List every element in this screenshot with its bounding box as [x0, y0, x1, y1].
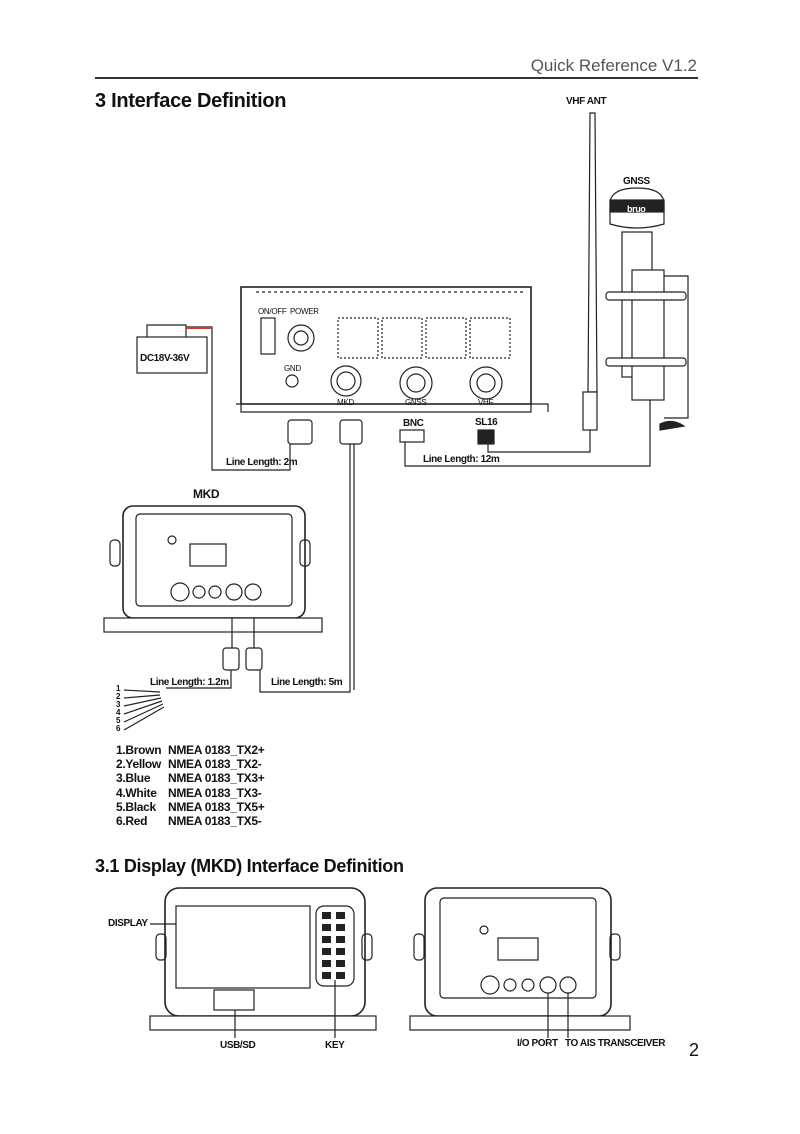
section-title: 3 Interface Definition [95, 90, 287, 112]
bnc-label: BNC [403, 418, 424, 429]
header-title: Quick Reference V1.2 [530, 56, 697, 75]
vhf-port-label: VHF [478, 398, 494, 407]
wire-row: 4.White NMEA 0183_TX3- [116, 786, 264, 800]
pin-2: 2 [116, 692, 121, 701]
wire-signal: NMEA 0183_TX2+ [168, 743, 265, 757]
to-ais-label: TO AIS TRANSCEIVER [565, 1038, 666, 1049]
key-label: KEY [325, 1040, 345, 1051]
wire-color: 3.Blue [116, 771, 151, 786]
pin-6: 6 [116, 724, 121, 733]
page-number: 2 [689, 1040, 700, 1060]
line-length-12m: Line Length: 12m [423, 454, 500, 465]
line-length-5m: Line Length: 5m [271, 677, 343, 688]
wire-signal: NMEA 0183_TX5+ [168, 799, 265, 814]
vhf-ant-label: VHF ANT [566, 96, 607, 107]
pin-1: 1 [116, 684, 121, 693]
wire-row: 5.Black NMEA 0183_TX5+ [116, 799, 265, 814]
subsection-title: 3.1 Display (MKD) Interface Definition [95, 856, 404, 876]
mkd-front [149, 887, 377, 1038]
ais-transceiver [236, 286, 549, 413]
wire-signal: NMEA 0183_TX3+ [168, 771, 265, 786]
gnss-label: GNSS [623, 176, 650, 187]
wire-row: 3.Blue NMEA 0183_TX3+ [116, 771, 265, 786]
gnss-port-label: GNSS [405, 398, 427, 407]
usb-sd-label: USB/SD [220, 1040, 256, 1051]
wire-row: 2.Yellow NMEA 0183_TX2- [116, 757, 264, 771]
wire-color: 1.Brown [116, 743, 162, 757]
wire-color: 2.Yellow [116, 757, 161, 772]
wire-color: 5.Black [116, 799, 156, 814]
cables [259, 419, 495, 693]
mkd-title: MKD [193, 487, 220, 501]
gnss-antenna [404, 187, 689, 467]
display-label: DISPLAY [108, 918, 148, 929]
wire-row: 6.Red NMEA 0183_TX5- [116, 814, 264, 828]
wire-row: 1.Brown NMEA 0183_TX2+ [116, 743, 265, 757]
wire-signal: NMEA 0183_TX3- [168, 785, 262, 800]
on-off-label: ON/OFF [258, 307, 287, 316]
wire-signal: NMEA 0183_TX2- [168, 757, 262, 772]
mkd-rear-2 [409, 887, 631, 1038]
gnd-label: GND [284, 364, 301, 373]
wire-color: 6.Red [116, 814, 148, 829]
gnss-brand: bruo [627, 204, 646, 214]
pin-4: 4 [116, 708, 121, 717]
power-label: POWER [290, 307, 319, 316]
pin-3: 3 [116, 700, 121, 709]
battery [136, 324, 291, 471]
line-length-2m: Line Length: 2m [226, 457, 298, 468]
sl16-label: SL16 [475, 417, 498, 428]
mkd-rear [103, 505, 323, 648]
header-rule [95, 77, 698, 79]
wire-signal: NMEA 0183_TX5- [168, 814, 262, 829]
io-port-label: I/O PORT [517, 1038, 558, 1049]
line-length-1-2m: Line Length: 1.2m [150, 677, 229, 688]
mkd-connectors [123, 647, 263, 731]
pin-5: 5 [116, 716, 121, 725]
battery-label: DC18V-36V [140, 353, 190, 364]
mkd-port-label: MKD [337, 398, 354, 407]
wire-color: 4.White [116, 785, 157, 800]
